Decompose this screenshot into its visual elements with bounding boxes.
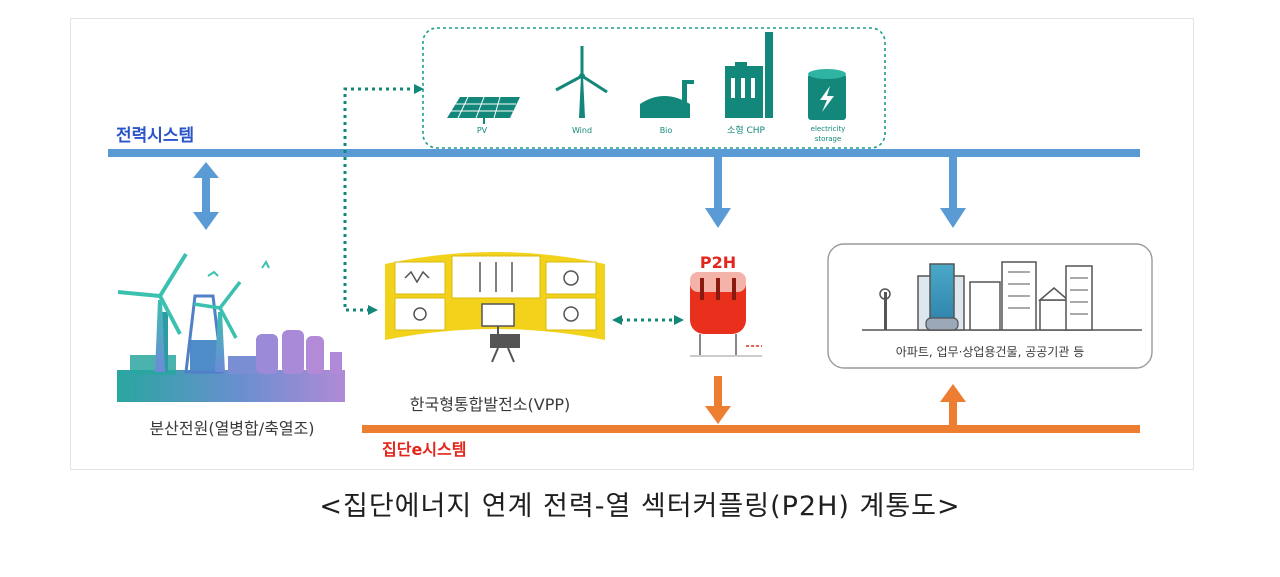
wind-turbine-icon bbox=[555, 46, 608, 118]
distributed-power-illustration bbox=[117, 294, 345, 402]
distributed-power-label: 분산전원(열병합/축열조) bbox=[149, 419, 314, 438]
power-to-buildings-arrow bbox=[940, 157, 966, 228]
vpp-control-room-illustration bbox=[385, 252, 605, 363]
p2h-to-heat-arrow bbox=[705, 376, 731, 424]
pv-label: PV bbox=[477, 126, 488, 135]
wind-label: Wind bbox=[572, 126, 592, 135]
wind-turbines-icon bbox=[117, 252, 270, 372]
power-to-p2h-arrow bbox=[705, 157, 731, 228]
renewables-box bbox=[422, 27, 886, 149]
storage-label: electricity bbox=[811, 125, 846, 133]
distributed-power-double-arrow bbox=[193, 162, 219, 230]
storage-label-2: storage bbox=[815, 135, 842, 143]
solar-panel-icon bbox=[447, 96, 520, 124]
power-system-label: 전력시스템 bbox=[116, 126, 194, 146]
buildings-label: 아파트, 업무·상업용건물, 공공기관 등 bbox=[896, 345, 1085, 359]
chp-label: 소형 CHP bbox=[727, 125, 765, 136]
buildings-illustration bbox=[862, 261, 1142, 331]
chp-plant-icon bbox=[725, 32, 773, 118]
bio-label: Bio bbox=[660, 126, 673, 135]
vpp-renewables-connector bbox=[343, 87, 418, 312]
p2h-label: P2H bbox=[700, 253, 736, 272]
heat-to-buildings-arrow bbox=[940, 384, 966, 425]
battery-storage-icon bbox=[808, 69, 846, 120]
figure-caption: <집단에너지 연계 전력-열 섹터커플링(P2H) 계통도> bbox=[319, 491, 961, 522]
connector-arrowhead-right bbox=[414, 84, 424, 94]
vpp-label: 한국형통합발전소(VPP) bbox=[410, 395, 571, 414]
connector-arrowhead-vpp bbox=[368, 305, 378, 315]
heat-system-label: 집단e시스템 bbox=[382, 440, 466, 459]
p2h-tank-icon bbox=[690, 272, 762, 357]
bio-digester-icon bbox=[640, 80, 694, 118]
vpp-p2h-connector bbox=[612, 315, 684, 325]
